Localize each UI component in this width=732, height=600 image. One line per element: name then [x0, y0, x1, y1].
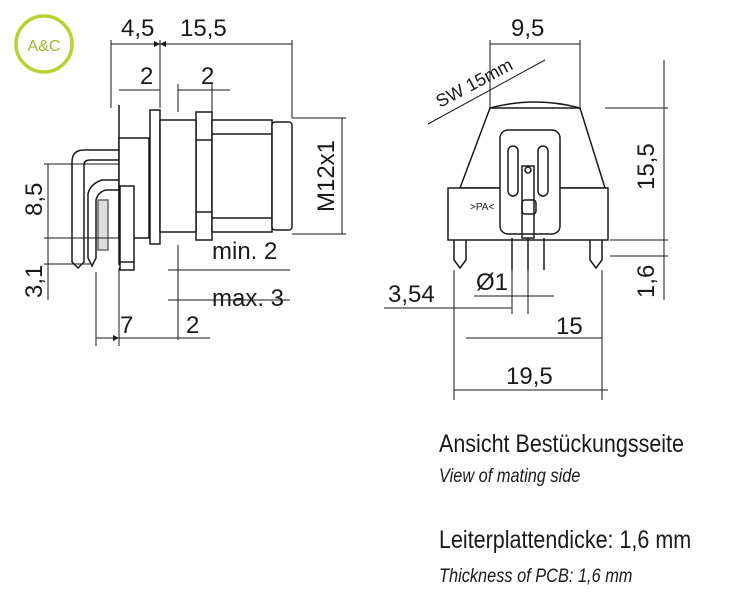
caption-view-en: View of mating side	[439, 466, 581, 487]
dim-pin: 3,1	[21, 265, 48, 298]
dim-pitch: 3,54	[388, 281, 435, 308]
caption-pcb-de: Leiterplattendicke: 1,6 mm	[439, 526, 692, 554]
dim-bottom-right: 2	[186, 312, 199, 339]
dim-front-height: 15,5	[633, 143, 660, 190]
dim-max: max. 3	[212, 285, 284, 312]
dim-gap-left: 2	[140, 63, 153, 90]
dim-front-top: 9,5	[511, 15, 544, 42]
side-view-dimensions: 4,5 15,5 2 2 8,5 3,1 M12x1 min. 2 max. 3…	[21, 15, 340, 339]
dim-height: 8,5	[21, 183, 48, 216]
dim-board: 1,6	[633, 265, 660, 298]
dim-thread: M12x1	[313, 140, 340, 212]
dim-pin-span: 15	[556, 313, 583, 340]
front-view: >PA<	[384, 40, 668, 400]
dim-pin-dia: Ø1	[476, 269, 508, 296]
dim-bottom-left: 7	[120, 312, 133, 339]
caption-view-de: Ansicht Bestückungsseite	[439, 430, 685, 458]
dim-gap-right: 2	[201, 63, 214, 90]
caption-pcb-en: Thickness of PCB: 1,6 mm	[439, 566, 633, 587]
dim-top-right: 15,5	[180, 15, 227, 42]
logo-text: A&C	[28, 38, 61, 55]
marking-text: >PA<	[470, 202, 494, 213]
side-view	[44, 40, 346, 346]
dim-width: 19,5	[506, 363, 553, 390]
dim-top-left: 4,5	[121, 15, 154, 42]
dim-min: min. 2	[212, 238, 277, 265]
ac-logo: A&C	[14, 14, 74, 74]
